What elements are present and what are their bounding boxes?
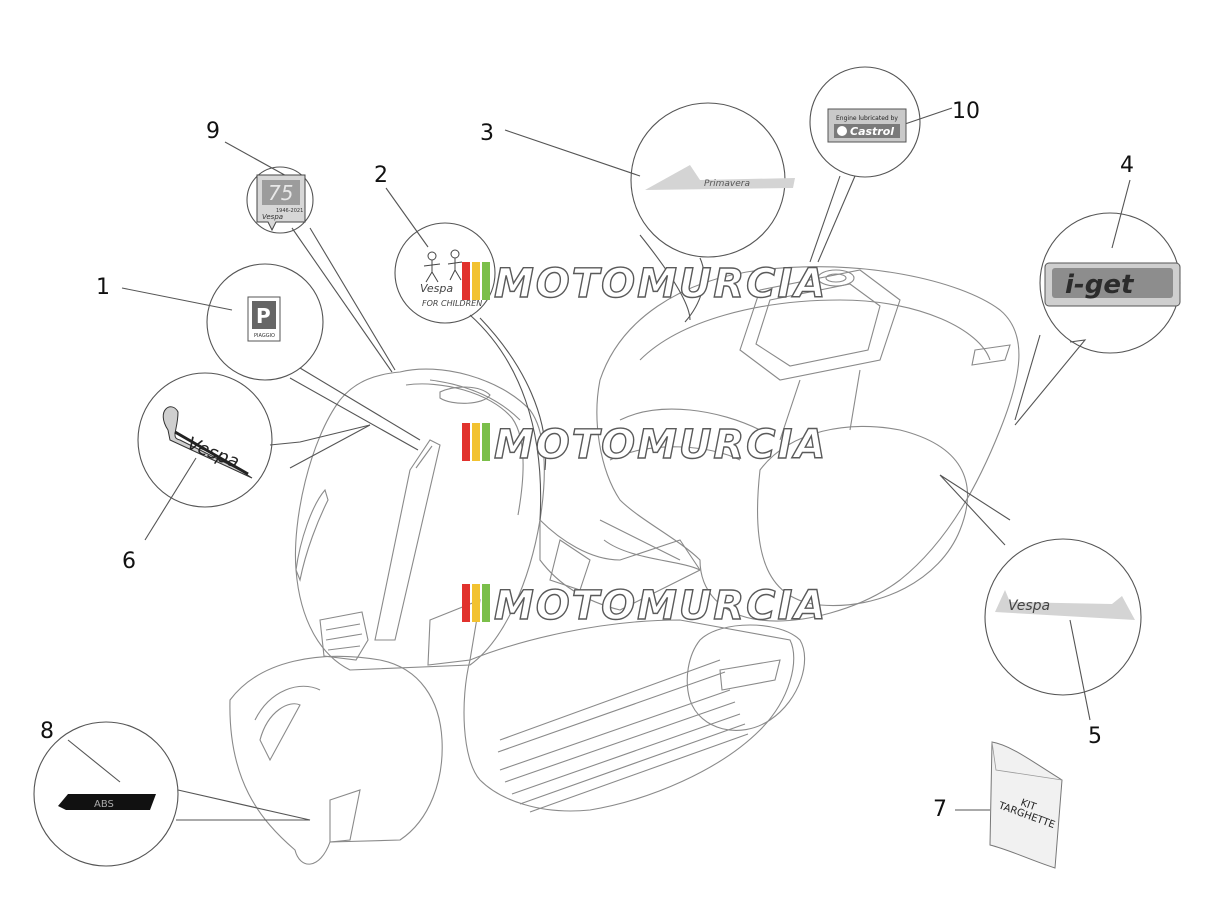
castrol-brand-text: Castrol (850, 125, 894, 138)
primavera-decal: Primavera (645, 165, 795, 190)
badge-years-text: 1946-2021 (276, 208, 303, 214)
vespa-side-decal: Vespa (995, 590, 1135, 620)
kit-line1: KIT (1019, 797, 1038, 813)
callout-number-6: 6 (122, 549, 136, 574)
callout-number-9: 9 (206, 119, 220, 144)
watermark-1: MOTOMURCIA (462, 260, 827, 308)
watermark-text-3: MOTOMURCIA (494, 583, 827, 629)
abs-decal: ABS (58, 794, 156, 810)
leader-lines (67, 107, 1131, 821)
vespa-side-text: Vespa (1008, 598, 1050, 614)
callout-number-1: 1 (96, 275, 110, 300)
svg-text:75: 75 (268, 181, 293, 205)
iget-decal: i-get (1044, 262, 1181, 307)
callout-number-10: 10 (952, 99, 980, 124)
watermark-text-2: MOTOMURCIA (494, 422, 827, 468)
callout-number-7: 7 (933, 797, 947, 822)
callout-numbers: 1 2 3 4 5 6 7 8 9 10 (40, 99, 1134, 822)
scooter-outline (229, 266, 1020, 865)
castrol-top-text: Engine lubricated by (836, 115, 898, 122)
iget-text: i-get (1065, 270, 1135, 300)
callout-number-3: 3 (480, 121, 494, 146)
badge-75-years: 75 1946-2021 Vespa (256, 174, 306, 232)
callout-number-4: 4 (1120, 153, 1134, 178)
circle-5 (984, 538, 1142, 696)
watermark-3: MOTOMURCIA (462, 582, 827, 630)
badge-vespa-text: Vespa (262, 213, 283, 221)
piaggio-badge: P PIAGGIO (247, 296, 281, 342)
abs-text: ABS (94, 799, 114, 810)
vespa-children-decal: Vespa FOR CHILDREN (420, 249, 482, 308)
piaggio-small-text: PIAGGIO (254, 333, 275, 339)
primavera-text: Primavera (704, 179, 750, 189)
callout-number-2: 2 (374, 163, 388, 188)
children-vespa-text: Vespa (420, 282, 453, 295)
children-text: FOR CHILDREN (422, 299, 482, 308)
castrol-decal: Engine lubricated by Castrol (827, 108, 907, 143)
kit-envelope: KIT TARGHETTE (989, 741, 1063, 869)
callout-number-5: 5 (1088, 724, 1102, 749)
watermark-2: MOTOMURCIA (462, 421, 827, 469)
svg-text:P: P (256, 304, 271, 328)
watermark-text-1: MOTOMURCIA (494, 261, 827, 307)
callout-number-8: 8 (40, 719, 54, 744)
